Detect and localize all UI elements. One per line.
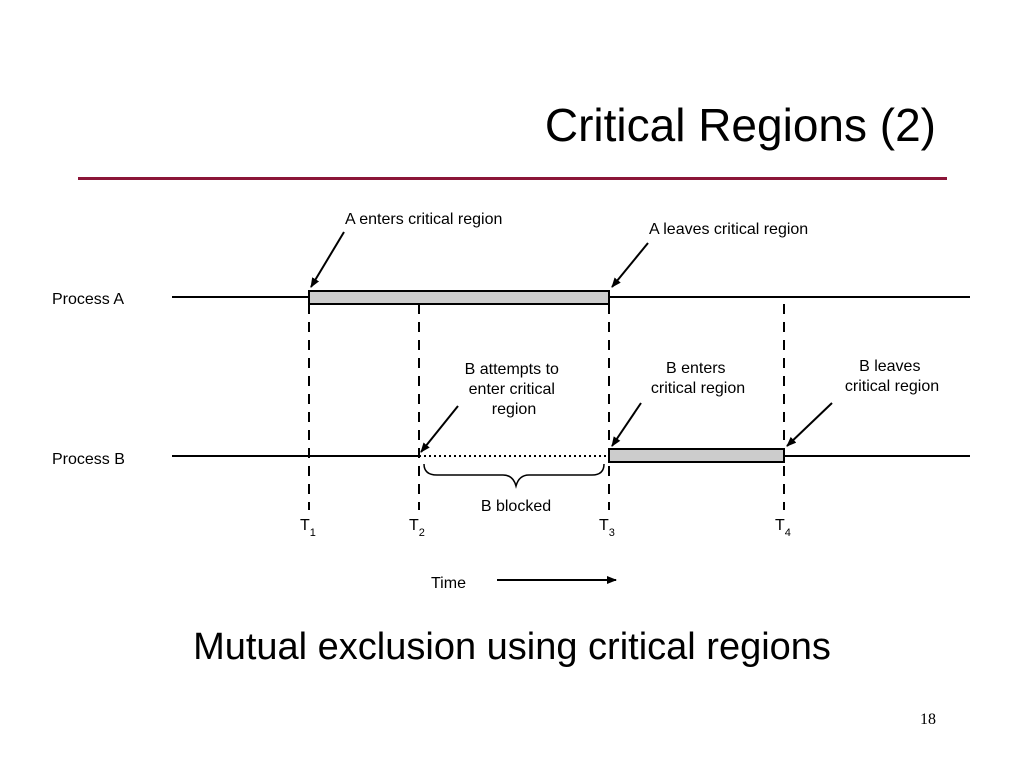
- process-a-critical-region: [308, 290, 610, 305]
- title-divider: [78, 177, 947, 180]
- annotation-b-leaves: B leaves critical region: [845, 358, 939, 395]
- process-a-label: Process A: [52, 291, 124, 308]
- arrow-b-attempts: [420, 405, 459, 453]
- annotation-b-enters: B enters critical region: [651, 360, 745, 397]
- process-b-label: Process B: [52, 451, 125, 468]
- arrow-b-leaves: [786, 402, 833, 447]
- time-axis-label: Time: [431, 575, 466, 592]
- annotation-a-leaves: A leaves critical region: [649, 221, 808, 238]
- time-label-t3: T3: [599, 517, 615, 539]
- arrow-b-enters: [611, 402, 642, 447]
- slide-caption: Mutual exclusion using critical regions: [193, 626, 831, 668]
- time-label-t1: T1: [300, 517, 316, 539]
- arrow-a-leaves: [611, 242, 649, 288]
- time-label-t4: T4: [775, 517, 791, 539]
- process-b-critical-region: [608, 448, 785, 463]
- time-label-t2: T2: [409, 517, 425, 539]
- annotation-b-blocked: B blocked: [481, 498, 551, 515]
- slide-number: 18: [920, 711, 936, 728]
- slide-title: Critical Regions (2): [544, 99, 936, 151]
- b-blocked-brace: [423, 463, 605, 489]
- annotation-a-enters: A enters critical region: [345, 211, 502, 228]
- annotation-b-attempts: B attempts to enter critical region: [465, 361, 564, 418]
- arrow-a-enters: [310, 231, 345, 288]
